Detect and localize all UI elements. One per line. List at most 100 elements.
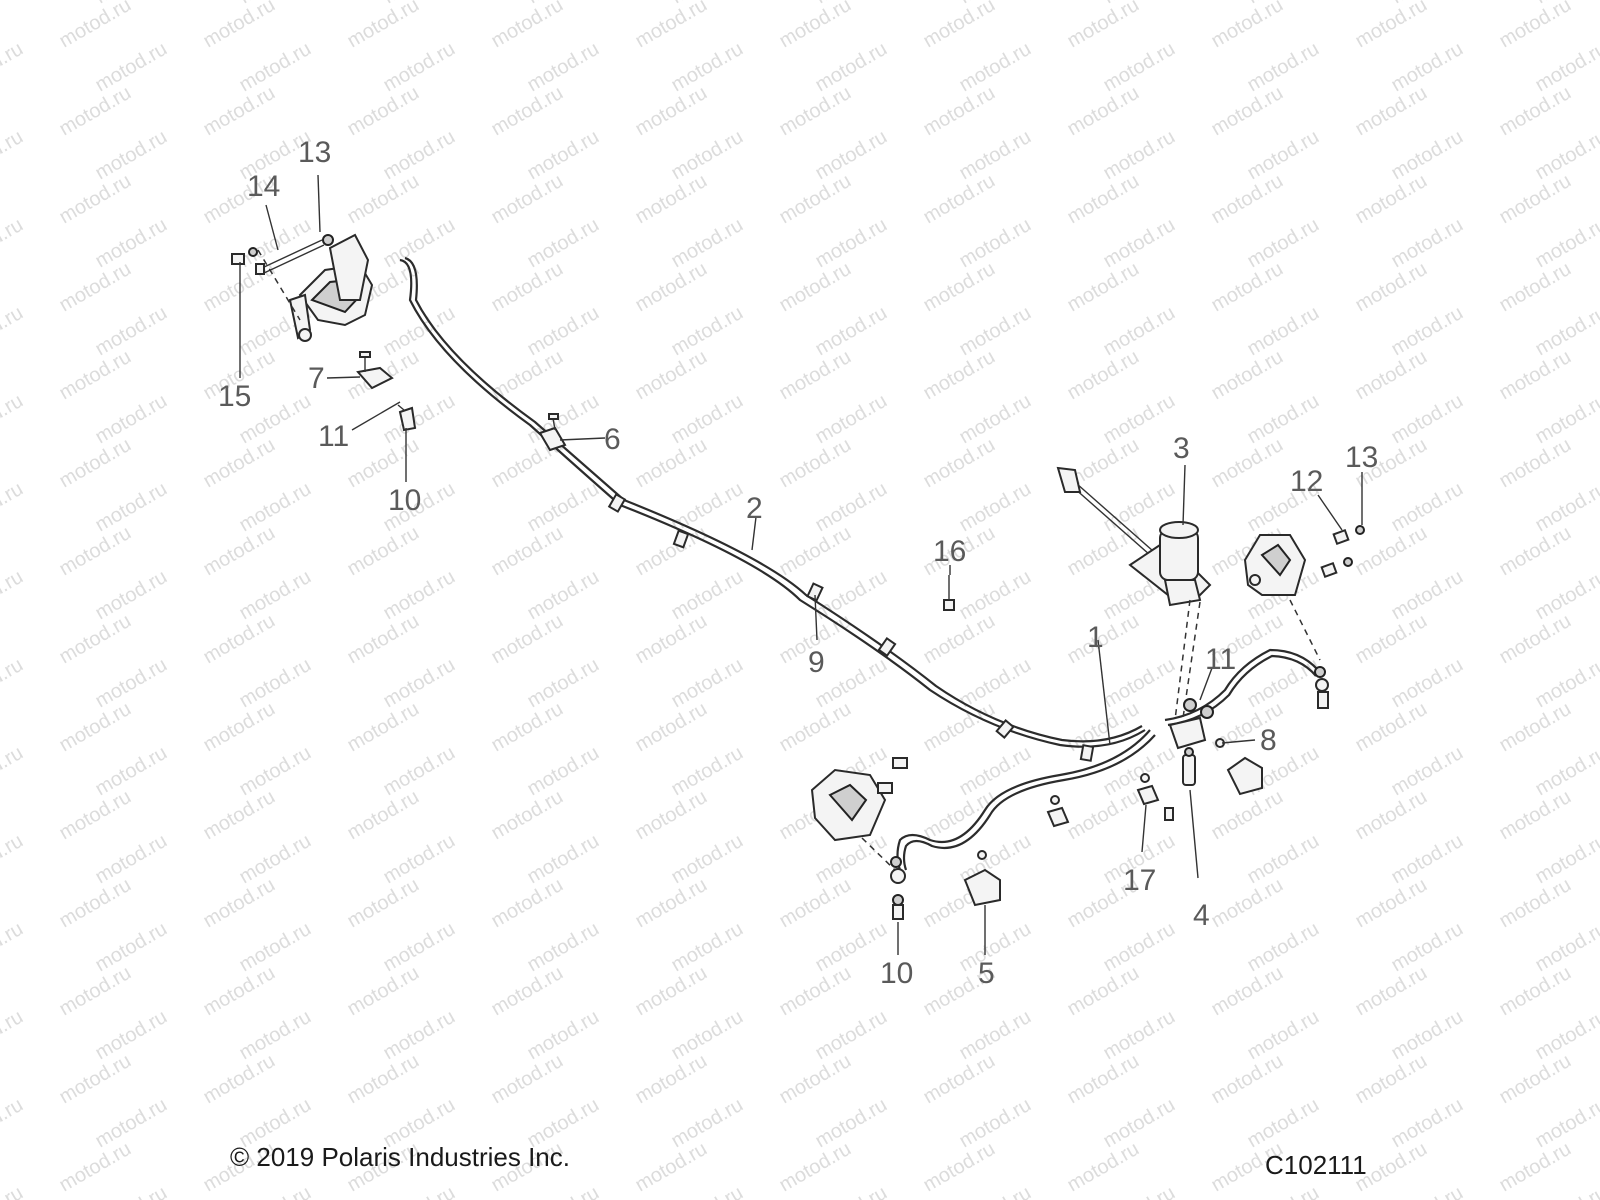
- callout-16: 16: [933, 535, 966, 568]
- watermark-text: motod.ru: [488, 0, 567, 52]
- watermark-text: motod.ru: [236, 654, 315, 713]
- watermark-text: motod.ru: [524, 1182, 603, 1200]
- callout-4: 4: [1193, 899, 1210, 932]
- watermark-text: motod.ru: [1496, 1138, 1575, 1197]
- watermark-text: motod.ru: [920, 1138, 999, 1197]
- watermark-text: motod.ru: [92, 38, 171, 97]
- watermark-text: motod.ru: [812, 214, 891, 273]
- watermark-text: motod.ru: [524, 830, 603, 889]
- watermark-text: motod.ru: [632, 0, 711, 52]
- watermark-text: motod.ru: [1496, 170, 1575, 229]
- watermark-text: motod.ru: [56, 610, 135, 669]
- watermark-text: motod.ru: [200, 610, 279, 669]
- watermark-text: motod.ru: [668, 918, 747, 977]
- grommet-part-5: [963, 850, 1001, 907]
- watermark-text: motod.ru: [1244, 918, 1323, 977]
- watermark-text: motod.ru: [1352, 698, 1431, 757]
- watermark-text: motod.ru: [956, 302, 1035, 361]
- watermark-text: motod.ru: [1388, 214, 1467, 273]
- watermark-text: motod.ru: [668, 1006, 747, 1065]
- watermark-text: motod.ru: [1244, 126, 1323, 185]
- watermark-text: motod.ru: [236, 830, 315, 889]
- watermark-text: motod.ru: [56, 962, 135, 1021]
- callout-13-right: 13: [1345, 441, 1378, 474]
- watermark-text: motod.ru: [1496, 82, 1575, 141]
- watermark-text: motod.ru: [380, 214, 459, 273]
- watermark-text: motod.ru: [632, 610, 711, 669]
- watermark-text: motod.ru: [488, 522, 567, 581]
- watermark-text: motod.ru: [1244, 830, 1323, 889]
- watermark-text: motod.ru: [956, 918, 1035, 977]
- watermark-text: motod.ru: [1064, 0, 1143, 52]
- watermark-text: motod.ru: [200, 258, 279, 317]
- watermark-text: motod.ru: [632, 434, 711, 493]
- watermark-text: motod.ru: [1352, 786, 1431, 845]
- watermark-text: motod.ru: [1100, 1182, 1179, 1200]
- watermark-text: motod.ru: [488, 786, 567, 845]
- watermark-text: motod.ru: [344, 962, 423, 1021]
- callout-3: 3: [1173, 432, 1190, 465]
- callout-6: 6: [604, 423, 621, 456]
- watermark-text: motod.ru: [920, 0, 999, 52]
- watermark-text: motod.ru: [1100, 918, 1179, 977]
- watermark-text: motod.ru: [632, 82, 711, 141]
- watermark-text: motod.ru: [524, 742, 603, 801]
- diagram-id: C102111: [1265, 1150, 1367, 1180]
- callout-13-top: 13: [298, 136, 331, 169]
- watermark-text: motod.ru: [632, 786, 711, 845]
- watermark-text: motod.ru: [1496, 610, 1575, 669]
- callout-10-bottom: 10: [880, 957, 913, 990]
- watermark-text: motod.ru: [56, 258, 135, 317]
- watermark-text: motod.ru: [92, 214, 171, 273]
- watermark-text: motod.ru: [956, 38, 1035, 97]
- watermark-text: motod.ru: [668, 654, 747, 713]
- watermark-text: motod.ru: [1208, 874, 1287, 933]
- watermark-text: motod.ru: [632, 1050, 711, 1109]
- watermark-text: motod.ru: [0, 214, 27, 273]
- watermark-text: motod.ru: [776, 698, 855, 757]
- hose-clip-3: [806, 582, 824, 602]
- watermark-text: motod.ru: [380, 1006, 459, 1065]
- watermark-text: motod.ru: [776, 258, 855, 317]
- watermark-text: motod.ru: [56, 874, 135, 933]
- watermark-text: motod.ru: [1388, 1006, 1467, 1065]
- watermark-text: motod.ru: [92, 1006, 171, 1065]
- watermark-text: motod.ru: [344, 1050, 423, 1109]
- watermark-text: motod.ru: [668, 1094, 747, 1153]
- watermark-text: motod.ru: [488, 170, 567, 229]
- watermark-text: motod.ru: [920, 346, 999, 405]
- watermark-text: motod.ru: [380, 1182, 459, 1200]
- watermark-text: motod.ru: [56, 1138, 135, 1197]
- watermark-text: motod.ru: [92, 478, 171, 537]
- watermark-text: motod.ru: [1208, 434, 1287, 493]
- watermark-text: motod.ru: [0, 654, 27, 713]
- watermark-text: motod.ru: [1208, 1050, 1287, 1109]
- watermark-text: motod.ru: [1496, 962, 1575, 1021]
- watermark-text: motod.ru: [1352, 0, 1431, 52]
- watermark-text: motod.ru: [488, 874, 567, 933]
- watermark-text: motod.ru: [1064, 346, 1143, 405]
- watermark-text: motod.ru: [0, 1006, 27, 1065]
- hose-clip-2: [672, 529, 690, 549]
- watermark-text: motod.ru: [920, 434, 999, 493]
- front-right-caliper: [1243, 534, 1321, 661]
- watermark-text: motod.ru: [1388, 918, 1467, 977]
- watermark-text: motod.ru: [524, 654, 603, 713]
- watermark-text: motod.ru: [920, 610, 999, 669]
- watermark-text: motod.ru: [1244, 302, 1323, 361]
- watermark-text: motod.ru: [92, 742, 171, 801]
- watermark-text: motod.ru: [668, 830, 747, 889]
- watermark-text: motod.ru: [200, 962, 279, 1021]
- callout-7: 7: [308, 362, 325, 395]
- watermark-text: motod.ru: [668, 390, 747, 449]
- watermark-text: motod.ru: [524, 38, 603, 97]
- banjo-fitting-right: [1314, 666, 1329, 709]
- watermark-text: motod.ru: [812, 126, 891, 185]
- watermark-text: motod.ru: [1388, 566, 1467, 625]
- callout-9: 9: [808, 646, 825, 679]
- copyright-notice: © 2019 Polaris Industries Inc.: [230, 1142, 570, 1172]
- distribution-block-part-4: [1168, 698, 1214, 786]
- watermark-text: motod.ru: [1100, 126, 1179, 185]
- watermark-text: motod.ru: [344, 874, 423, 933]
- watermark-text: motod.ru: [1388, 302, 1467, 361]
